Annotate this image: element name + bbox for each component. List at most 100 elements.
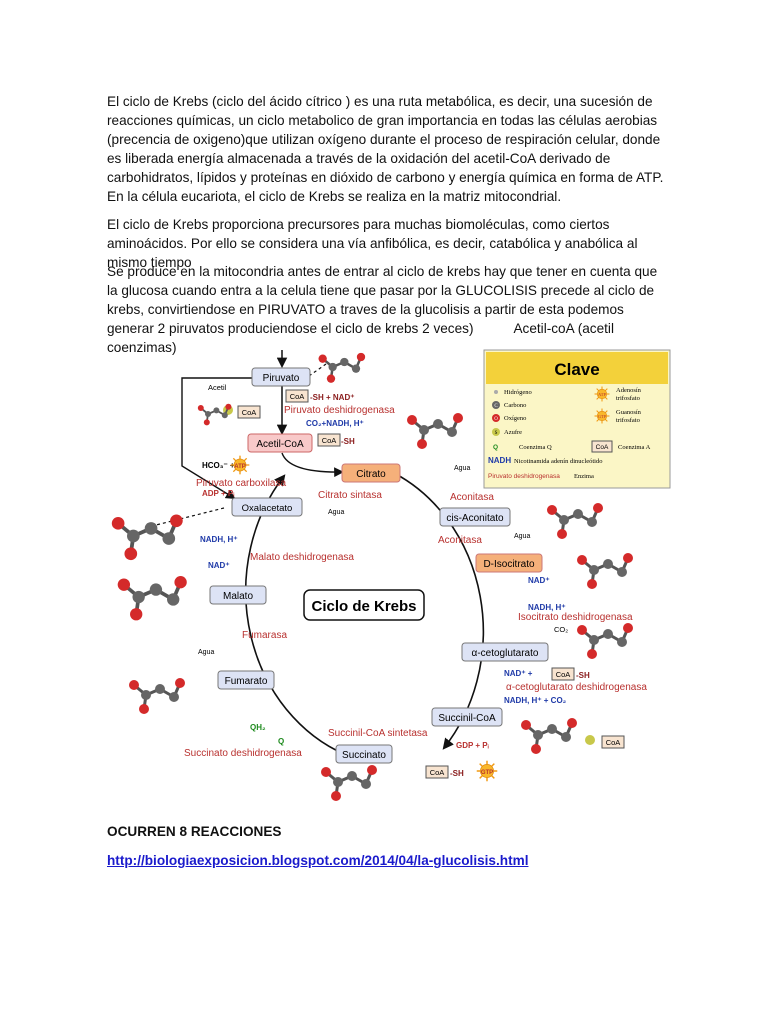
label-co2-1: CO₂ [554,625,568,634]
legend-oxigeno: Oxígeno [504,415,526,422]
metabolite-oxalacetato: Oxalacetato [242,503,293,514]
legend-gtp-desc-2: trifosfato [616,417,640,424]
legend-enzyme-sample: Piruvato deshidrogenasa [488,473,560,480]
fumarato-molecule-icon [127,676,186,716]
label-coa-4: CoA [556,670,571,679]
label-coa-6: CoA [606,738,621,747]
enzyme-aconitasa-2: Aconitasa [438,535,482,546]
label-hco3: HCO₃⁻ + [202,461,235,470]
metabolite-d-isocitrato: D-Isocitrato [483,559,535,570]
legend: Clave Hidrógeno C Carbono O Oxígeno S Az… [483,349,671,489]
legend-enzima: Enzima [574,473,594,480]
glycolysis-paragraph: Se produce en la mitocondria antes de en… [107,262,667,357]
enzyme-citrato-sintasa: Citrato sintasa [318,490,382,501]
metabolite-cis-aconitato: cis-Aconitato [446,513,504,524]
label-atp: ATP [234,464,246,470]
center-title: Ciclo de Krebs [311,598,416,615]
metabolite-succinato: Succinato [342,750,386,761]
oxalacetato-dotted [143,507,225,529]
enzyme-aconitasa-1: Aconitasa [450,492,494,503]
label-nad-1: NAD⁺ [208,561,230,570]
acetil-molecule-icon [196,402,232,427]
cis-aconitato-molecule-icon [545,501,604,541]
malato-molecule-icon [118,576,187,620]
piruvato-molecule-icon [317,351,366,384]
krebs-cycle-diagram: Ciclo de Krebs Piruvato Acetil-CoA Citra… [104,348,674,818]
legend-atp-label: ATP [598,392,606,397]
legend-q-symbol: Q [493,444,498,451]
label-coa-5: CoA [430,768,445,777]
label-nadh-co2: NADH, H⁺ + CO₂ [504,696,567,705]
label-gtp: GTP [481,770,493,776]
legend-nadh-desc: Nicotinamida adenín dinucleótido [514,458,602,465]
label-agua-2: Agua [454,465,470,472]
oxalacetato-molecule-icon [112,514,183,560]
enzyme-succinato-deshidrogenasa: Succinato deshidrogenasa [184,748,302,759]
enzyme-isocitrato-deshidrogenasa: Isocitrato deshidrogenasa [518,612,633,623]
intro-paragraph: El ciclo de Krebs (ciclo del ácido cítri… [107,94,664,204]
cycle-arc-left [244,474,355,759]
label-acetil: Acetil [208,383,227,392]
piruvato-dotted [308,363,327,377]
legend-carbono: Carbono [504,402,526,409]
label-co2-nadh: CO₂+NADH, H⁺ [306,419,364,428]
legend-coenzima-q: Coenzima Q [519,444,552,451]
label-coa-1: CoA [290,392,305,401]
label-gdp-pi: GDP + Pᵢ [456,741,489,750]
enzyme-piruvato-deshidrogenasa: Piruvato deshidrogenasa [284,405,395,416]
label-sh-3: -SH [450,769,464,778]
legend-gtp-label: GTP [598,414,607,419]
label-adp-pi: ADP + Pᵢ [202,489,234,498]
isocitrato-molecule-icon [575,551,634,591]
label-qh2: QH₂ [250,723,266,732]
metabolite-succinil-coa: Succinil-CoA [438,713,496,724]
succinil-coa-molecule-icon [519,716,578,756]
glycolysis-text: Se produce en la mitocondria antes de en… [107,264,658,336]
legend-atp-desc-1: Adenosín [616,387,642,394]
legend-azufre: Azufre [504,429,522,436]
citrato-molecule-icon [405,411,464,451]
label-nadh-h-1: NADH, H⁺ [200,535,238,544]
label-sh-1: -SH [341,437,355,446]
center-title-box [303,589,425,621]
label-q: Q [278,737,284,746]
enzyme-succinil-coa-sintetasa: Succinil-CoA sintetasa [328,728,428,739]
reactions-count-heading: OCURREN 8 REACCIONES [107,824,282,839]
legend-o-letter: O [494,417,498,422]
legend-coa-label: CoA [596,444,609,451]
legend-hidrogeno: Hidrógeno [504,389,532,396]
label-sh-2: -SH [576,671,590,680]
legend-nadh-symbol: NADH [488,456,511,465]
acetyl-coa-note: Acetil-coA (acetil coenzimas) [107,321,614,355]
metabolite-fumarato: Fumarato [225,676,268,687]
metabolite-malato: Malato [223,591,253,602]
label-nad-plus: NAD⁺ + [504,669,533,678]
label-agua-4: Agua [198,649,214,656]
legend-title: Clave [554,360,599,379]
enzyme-alfa-ceto-deshidrogenasa: α-cetoglutarato deshidrogenasa [506,682,647,693]
label-coa-3: CoA [242,408,257,417]
legend-c-letter: C [494,404,498,409]
label-nad-2: NAD⁺ [528,576,550,585]
succinil-sulfur-icon [585,735,595,745]
label-coa-2: CoA [322,436,337,445]
metabolite-piruvato: Piruvato [263,373,300,384]
enzyme-fumarasa: Fumarasa [242,630,287,641]
legend-atp-desc-2: trifosfato [616,395,640,402]
source-link[interactable]: http://biologiaexposicion.blogspot.com/2… [107,853,529,868]
label-sh-nad: -SH + NAD⁺ [310,393,354,402]
amphibolic-paragraph: El ciclo de Krebs proporciona precursore… [107,217,638,270]
legend-coa-desc: Coenzima A [618,444,651,451]
acetil-to-citrato-arrow [281,452,344,478]
label-agua-1: Agua [328,509,344,516]
acetil-loop [181,377,254,500]
metabolite-acetil-coa: Acetil-CoA [256,439,304,450]
legend-gtp-desc-1: Guanosín [616,409,642,416]
metabolite-alfa-cetoglutarato: α-cetoglutarato [472,648,539,659]
metabolite-citrato: Citrato [356,469,386,480]
enzyme-malato-deshidrogenasa: Malato deshidrogenasa [250,552,354,563]
alfa-cetoglutarato-molecule-icon [575,621,634,661]
legend-s-letter: S [495,431,498,436]
enzyme-piruvato-carboxilasa: Piruvato carboxilasa [196,478,286,489]
succinato-molecule-icon [319,763,378,803]
